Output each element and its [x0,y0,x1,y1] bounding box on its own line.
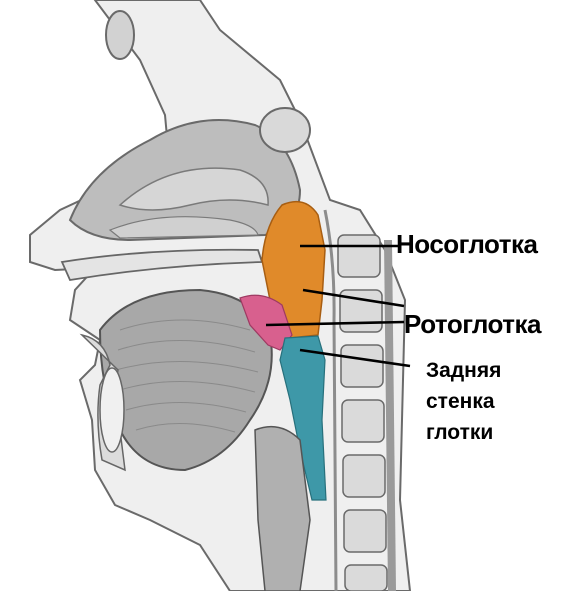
frontal-sinus [106,11,134,59]
label-posterior-wall-line3: глотки [426,417,501,448]
spinal-cord [388,240,392,591]
label-oropharynx: Ротоглотка [404,309,541,340]
sphenoid-sinus [260,108,310,152]
label-posterior-wall-line1: Задняя [426,355,501,386]
label-nasopharynx: Носоглотка [396,229,537,260]
larynx [255,427,310,591]
mandible [100,368,124,452]
label-posterior-wall: Задняя стенка глотки [426,355,501,448]
label-posterior-wall-line2: стенка [426,386,501,417]
